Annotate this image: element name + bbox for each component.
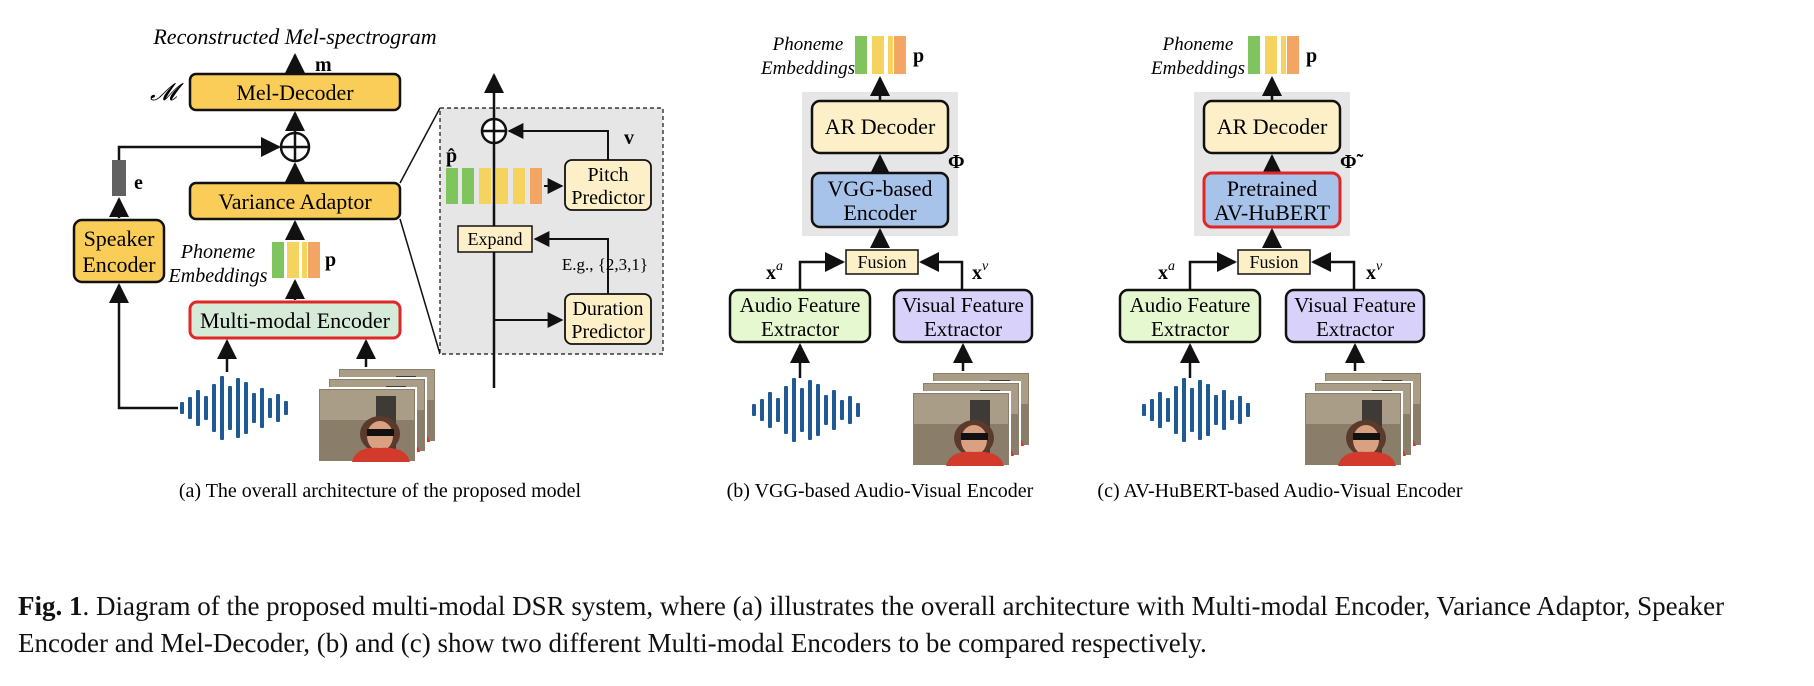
audio-to-speaker-encoder-arrow bbox=[109, 283, 178, 410]
e-label: e bbox=[134, 172, 143, 194]
eg-label: E.g., {2,3,1} bbox=[562, 255, 648, 274]
multimodal-encoder-label: Multi-modal Encoder bbox=[200, 308, 391, 333]
b-phi-label: Φ bbox=[948, 151, 965, 173]
c-xv-label: xv bbox=[1366, 259, 1383, 284]
b-visual-extractor-box: Visual Feature Extractor bbox=[892, 288, 1034, 344]
phoneme-label-2: Embeddings bbox=[168, 265, 268, 287]
b-audio-extractor-box: Audio Feature Extractor bbox=[728, 288, 872, 344]
b-xv-label: xv bbox=[972, 259, 989, 284]
sum-node bbox=[279, 131, 311, 163]
caption-c: (c) AV-HuBERT-based Audio-Visual Encoder bbox=[1097, 480, 1462, 502]
output-title: Reconstructed Mel-spectrogram bbox=[152, 24, 436, 49]
pitch-predictor-box: Pitch Predictor bbox=[564, 159, 652, 211]
b-ar-decoder-label: AR Decoder bbox=[825, 114, 936, 139]
speaker-to-sum-arrow bbox=[117, 137, 281, 160]
mel-decoder-box: Mel-Decoder bbox=[188, 72, 402, 112]
c-visual-extractor-box: Visual Feature Extractor bbox=[1284, 288, 1426, 344]
c-visual-extractor-label-1: Visual Feature bbox=[1294, 293, 1416, 317]
c-ar-decoder-label: AR Decoder bbox=[1217, 114, 1328, 139]
c-audio-extractor-label-1: Audio Feature bbox=[1130, 293, 1251, 317]
c-avhubert-encoder-box: Pretrained AV-HuBERT bbox=[1202, 171, 1342, 229]
panel-a: Reconstructed Mel-spectrogram m 𝓜 Mel-De… bbox=[72, 24, 441, 462]
phoneme-label-1: Phoneme bbox=[180, 241, 256, 263]
phoneme-embedding-bars bbox=[272, 242, 320, 278]
pitch-predictor-label-1: Pitch bbox=[587, 164, 628, 186]
b-audio-extractor-label-1: Audio Feature bbox=[740, 293, 861, 317]
duration-predictor-label-2: Predictor bbox=[571, 321, 645, 343]
speaker-embedding-bar bbox=[112, 160, 126, 196]
duration-predictor-label-1: Duration bbox=[572, 298, 643, 320]
b-phoneme-embedding-bars bbox=[855, 36, 906, 74]
script-m-label: 𝓜 bbox=[150, 80, 184, 106]
figure-caption: Fig. 1. Diagram of the proposed multi-mo… bbox=[18, 588, 1798, 662]
c-fusion-label: Fusion bbox=[1249, 252, 1298, 272]
duration-to-expand-arrow bbox=[533, 231, 609, 294]
b-video-frames-icon bbox=[912, 372, 1030, 466]
speaker-encoder-label-1: Speaker bbox=[84, 226, 156, 251]
m-label: m bbox=[315, 54, 332, 76]
b-phoneme-label-1: Phoneme bbox=[772, 34, 844, 55]
expand-label: Expand bbox=[468, 229, 523, 249]
mel-decoder-label: Mel-Decoder bbox=[236, 80, 354, 105]
c-phoneme-embedding-bars bbox=[1248, 36, 1299, 74]
b-visual-extractor-label-2: Extractor bbox=[924, 317, 1002, 341]
zoom-line-bottom bbox=[399, 218, 441, 355]
p-hat-label: p̂ bbox=[446, 145, 457, 167]
pitch-to-sum-arrow bbox=[507, 123, 609, 160]
b-vgg-encoder-label-2: Encoder bbox=[843, 200, 917, 225]
panel-b: Phoneme Embeddings p AR Decoder Φ VGG-ba… bbox=[728, 34, 1034, 466]
variance-adaptor-box: Variance Adaptor bbox=[188, 181, 402, 221]
b-xa-label: xa bbox=[766, 259, 783, 284]
c-fusion-box: Fusion bbox=[1237, 249, 1311, 275]
architecture-figure: Reconstructed Mel-spectrogram m 𝓜 Mel-De… bbox=[72, 24, 1463, 502]
b-p-label: p bbox=[913, 45, 924, 67]
b-visual-to-fusion-arrow bbox=[919, 252, 964, 290]
multimodal-encoder-box: Multi-modal Encoder bbox=[188, 300, 402, 340]
audio-waveform-icon bbox=[180, 376, 288, 440]
figure-caption-text: . Diagram of the proposed multi-modal DS… bbox=[18, 591, 1725, 658]
speaker-encoder-box: Speaker Encoder bbox=[72, 218, 166, 284]
p-label: p bbox=[325, 249, 336, 271]
c-audio-extractor-label-2: Extractor bbox=[1151, 317, 1229, 341]
c-phoneme-label-1: Phoneme bbox=[1162, 34, 1234, 55]
c-xa-label: xa bbox=[1158, 259, 1175, 284]
b-fusion-label: Fusion bbox=[857, 252, 906, 272]
variance-adaptor-label: Variance Adaptor bbox=[218, 189, 372, 214]
variance-adaptor-detail: v p̂ Pitch Predictor Expand E.g., {2,3,1… bbox=[439, 73, 664, 388]
c-p-label: p bbox=[1306, 45, 1317, 67]
c-video-frames-icon bbox=[1304, 372, 1422, 466]
duration-predictor-box: Duration Predictor bbox=[564, 293, 652, 345]
b-audio-extractor-label-2: Extractor bbox=[761, 317, 839, 341]
c-visual-to-fusion-arrow bbox=[1311, 252, 1356, 290]
panel-c: Phoneme Embeddings p AR Decoder Φ̃ Pretr… bbox=[1118, 34, 1426, 466]
b-phoneme-label-2: Embeddings bbox=[760, 58, 855, 79]
caption-b: (b) VGG-based Audio-Visual Encoder bbox=[727, 480, 1034, 502]
v-label: v bbox=[624, 127, 634, 149]
video-frames-icon bbox=[318, 368, 436, 462]
figure-caption-label: Fig. 1 bbox=[18, 591, 83, 621]
c-visual-extractor-label-2: Extractor bbox=[1316, 317, 1394, 341]
c-audio-extractor-box: Audio Feature Extractor bbox=[1118, 288, 1262, 344]
zoom-line-top bbox=[399, 107, 441, 184]
c-phoneme-label-2: Embeddings bbox=[1150, 58, 1245, 79]
expanded-embedding-bars bbox=[446, 168, 542, 204]
b-vgg-encoder-box: VGG-based Encoder bbox=[810, 171, 950, 229]
b-fusion-box: Fusion bbox=[845, 249, 919, 275]
c-avhubert-encoder-label-2: AV-HuBERT bbox=[1214, 200, 1331, 225]
b-audio-to-fusion-arrow bbox=[798, 252, 845, 290]
pitch-predictor-label-2: Predictor bbox=[571, 187, 645, 209]
b-visual-extractor-label-1: Visual Feature bbox=[902, 293, 1024, 317]
expand-box: Expand bbox=[457, 225, 533, 253]
c-phi-label: Φ̃ bbox=[1340, 151, 1364, 173]
c-avhubert-encoder-label-1: Pretrained bbox=[1227, 176, 1317, 201]
speaker-encoder-label-2: Encoder bbox=[82, 252, 156, 277]
b-ar-decoder-box: AR Decoder bbox=[810, 99, 950, 155]
c-audio-waveform-icon bbox=[1142, 378, 1250, 442]
c-audio-to-fusion-arrow bbox=[1188, 252, 1237, 290]
detail-sum-node bbox=[480, 117, 508, 145]
b-vgg-encoder-label-1: VGG-based bbox=[827, 176, 932, 201]
b-audio-waveform-icon bbox=[752, 378, 860, 442]
caption-a: (a) The overall architecture of the prop… bbox=[179, 480, 582, 502]
c-ar-decoder-box: AR Decoder bbox=[1202, 99, 1342, 155]
